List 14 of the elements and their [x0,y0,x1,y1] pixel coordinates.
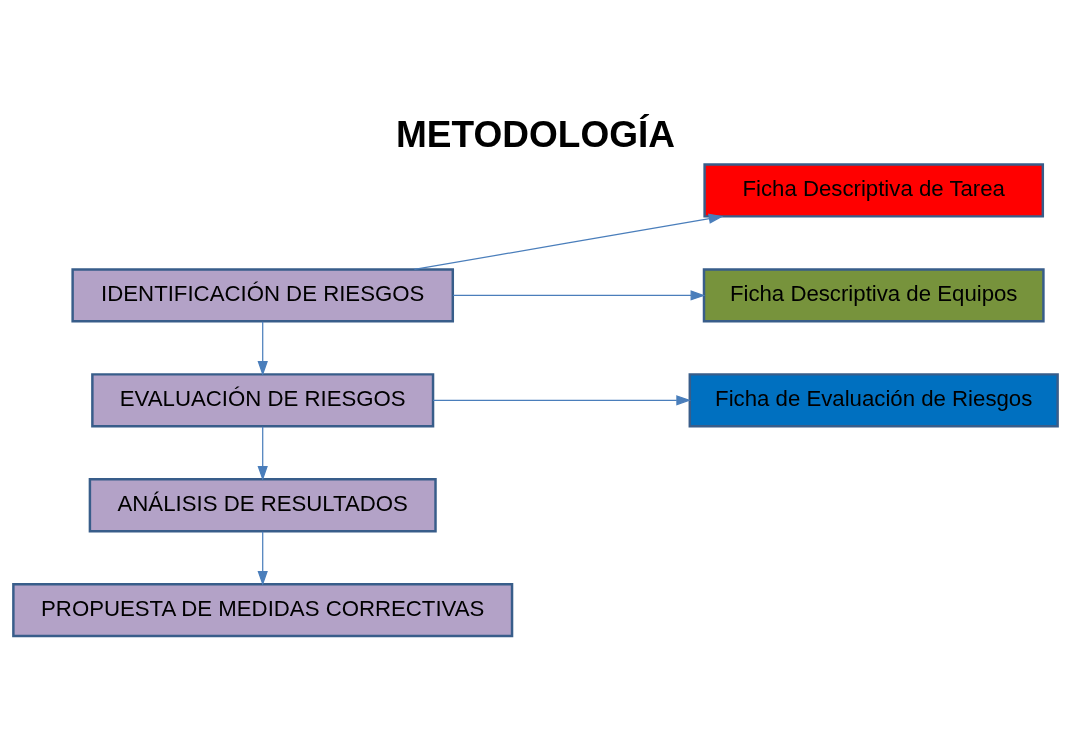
node-box: EVALUACIÓN DE RIESGOS [91,373,435,428]
node-box: Ficha Descriptiva de Equipos [702,268,1045,323]
node-box: Ficha Descriptiva de Tarea [703,163,1045,218]
node-box: Ficha de Evaluación de Riesgos [688,373,1059,428]
arrow [257,321,268,376]
node-box: PROPUESTA DE MEDIDAS CORRECTIVAS [12,583,514,638]
arrow [452,290,706,301]
arrow [432,395,692,406]
arrow [413,213,724,271]
arrow [257,426,268,481]
diagram-title: METODOLOGÍA [396,113,676,156]
arrow [257,531,268,586]
node-box: IDENTIFICACIÓN DE RIESGOS [71,268,455,323]
node-box: ANÁLISIS DE RESULTADOS [88,478,437,533]
